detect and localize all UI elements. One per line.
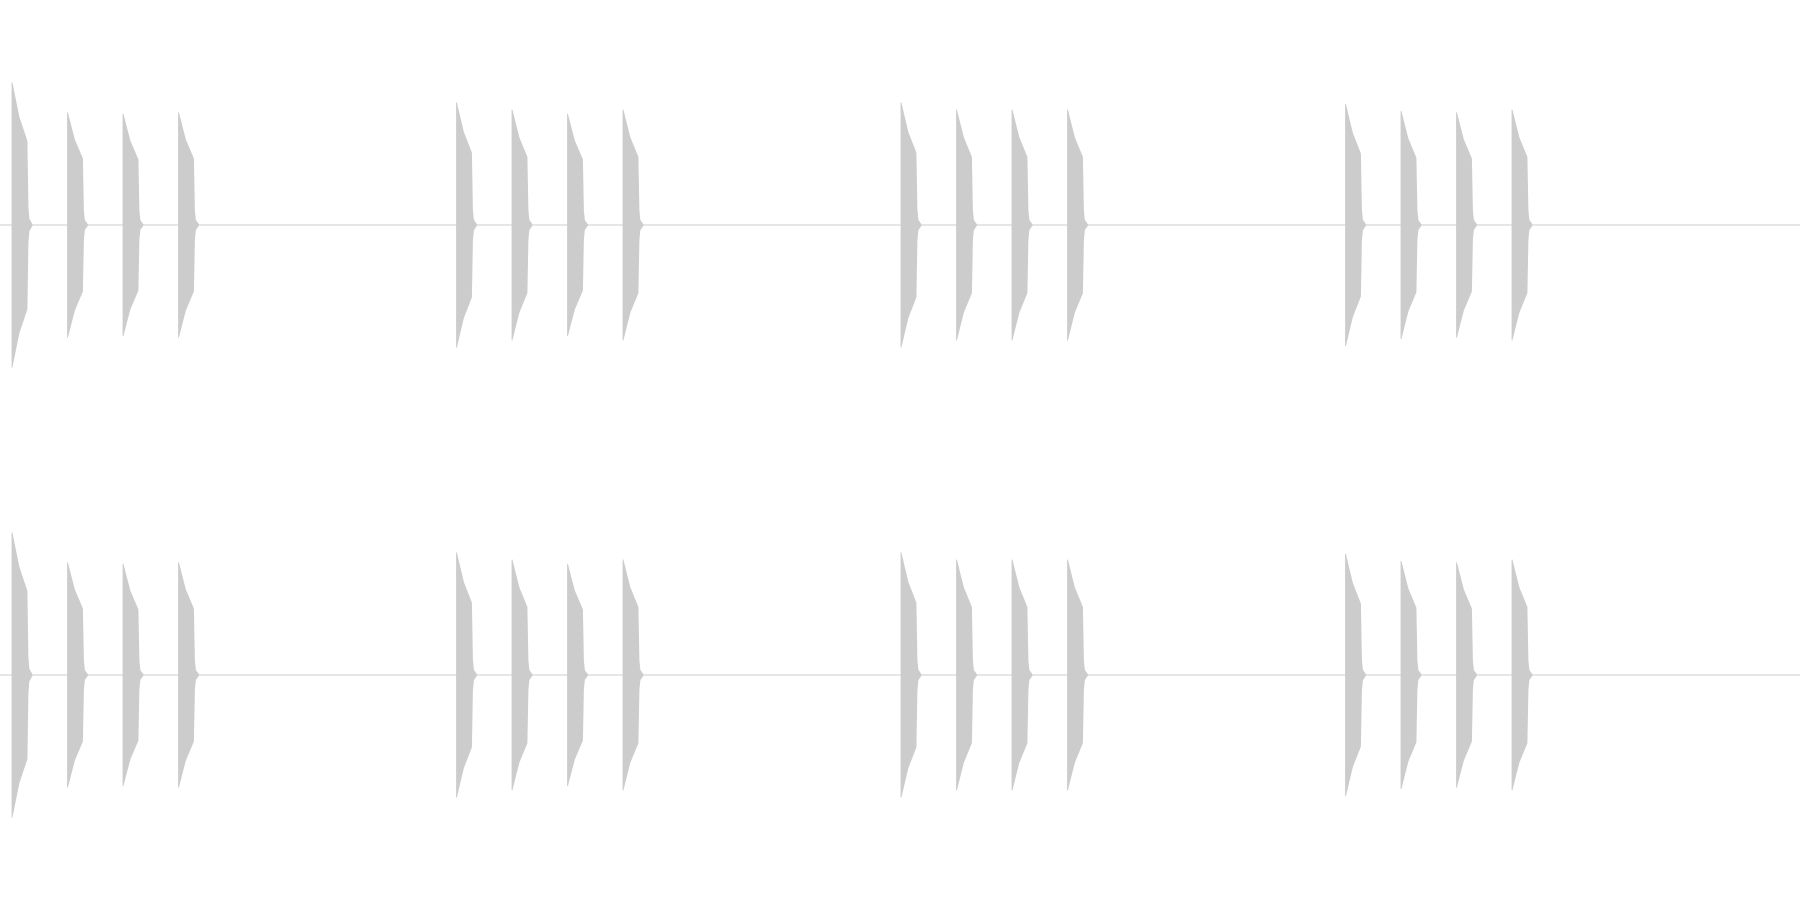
- waveform-burst: [122, 113, 144, 337]
- waveform-burst: [456, 552, 477, 798]
- waveform-burst: [567, 563, 588, 787]
- waveform-burst: [1511, 559, 1533, 791]
- waveform-burst: [900, 102, 922, 348]
- waveform-burst: [1067, 109, 1088, 341]
- waveform-burst: [1400, 560, 1422, 790]
- waveform-burst: [1456, 562, 1477, 788]
- channel-left[interactable]: [0, 82, 1800, 368]
- waveform-burst: [1011, 109, 1033, 341]
- waveform-burst: [178, 112, 199, 338]
- waveform-burst: [900, 552, 922, 798]
- waveform-burst: [956, 559, 977, 791]
- waveform-burst: [1511, 109, 1533, 341]
- waveform-burst: [67, 112, 88, 338]
- waveform-burst: [567, 113, 588, 337]
- waveform-burst: [511, 559, 533, 791]
- waveform-burst: [511, 109, 533, 341]
- waveform-burst: [122, 563, 144, 787]
- waveform-burst: [1011, 559, 1033, 791]
- waveform-burst: [11, 532, 33, 818]
- waveform-burst: [622, 559, 644, 791]
- channel-right[interactable]: [0, 532, 1800, 818]
- waveform-burst: [1400, 110, 1422, 340]
- waveform-burst: [956, 109, 977, 341]
- waveform-burst: [1345, 103, 1366, 347]
- waveform-burst: [1456, 112, 1477, 338]
- waveform-burst: [622, 109, 644, 341]
- waveform-burst: [1345, 553, 1366, 797]
- waveform-burst: [178, 562, 199, 788]
- waveform-burst: [456, 102, 477, 348]
- waveform-burst: [67, 562, 88, 788]
- waveform-burst: [11, 82, 33, 368]
- waveform-burst: [1067, 559, 1088, 791]
